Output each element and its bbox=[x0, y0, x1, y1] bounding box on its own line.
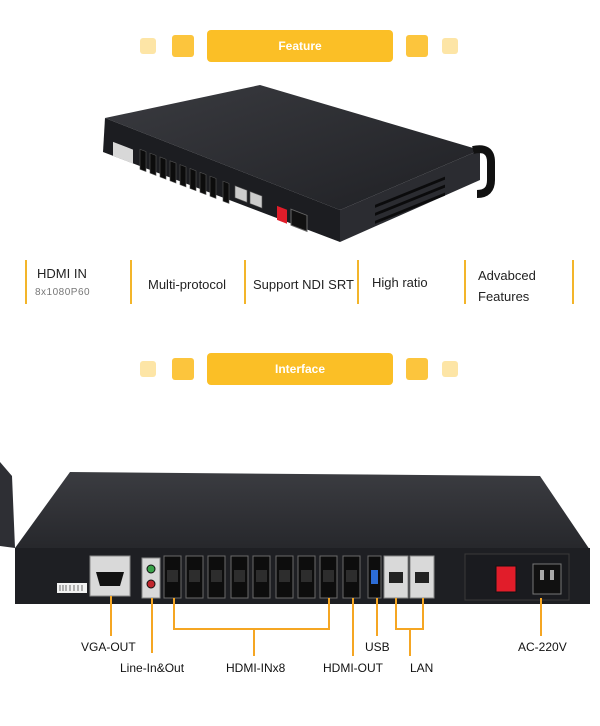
lan-label: LAN bbox=[410, 661, 434, 675]
usb-label: USB bbox=[365, 640, 390, 654]
feature-title: Support NDI SRT bbox=[253, 277, 354, 292]
decor-square bbox=[442, 361, 458, 377]
feature-title: HDMI IN bbox=[37, 266, 87, 281]
lan-port bbox=[389, 572, 403, 583]
vga-out-label: VGA-OUT bbox=[81, 640, 136, 654]
power-switch bbox=[277, 205, 287, 224]
callout-line bbox=[352, 598, 354, 656]
divider bbox=[464, 260, 466, 304]
callout-line bbox=[395, 598, 397, 630]
usb-port bbox=[371, 570, 378, 584]
feature-strip: HDMI IN 8x1080P60 Multi-protocol Support… bbox=[0, 260, 600, 304]
audio-jack bbox=[146, 564, 156, 574]
callout-line bbox=[540, 598, 542, 636]
decor-square bbox=[172, 35, 194, 57]
callout-line bbox=[328, 598, 330, 630]
decor-square bbox=[442, 38, 458, 54]
ac-220v-label: AC-220V bbox=[518, 640, 567, 654]
feature-subtitle: 8x1080P60 bbox=[35, 287, 91, 298]
decor-square bbox=[406, 35, 428, 57]
decor-square bbox=[140, 38, 156, 54]
feature-title: High ratio bbox=[372, 275, 428, 290]
callout-line bbox=[376, 598, 378, 636]
feature-title: Advabced Features bbox=[478, 268, 536, 304]
device-photo-top bbox=[103, 85, 495, 242]
line-in-out-label: Line-In&Out bbox=[120, 661, 185, 675]
callout-line bbox=[173, 598, 175, 630]
interface-header: Interface bbox=[0, 349, 600, 389]
power-inlet bbox=[532, 563, 562, 595]
divider bbox=[357, 260, 359, 304]
lan-port bbox=[415, 572, 429, 583]
callout-line bbox=[253, 628, 255, 656]
power-switch bbox=[495, 565, 517, 593]
callout-line bbox=[173, 628, 330, 630]
audio-jack bbox=[146, 579, 156, 589]
feature-title: Multi-protocol bbox=[148, 277, 227, 292]
device-photo-rear bbox=[0, 462, 590, 604]
feature-header: Feature bbox=[0, 26, 600, 66]
decor-square bbox=[172, 358, 194, 380]
hdmi-in-label: HDMI-INx8 bbox=[226, 661, 286, 675]
interface-title: Interface bbox=[207, 353, 393, 385]
callout-line bbox=[151, 598, 153, 653]
callout-line bbox=[409, 628, 411, 656]
decor-square bbox=[406, 358, 428, 380]
divider bbox=[25, 260, 27, 304]
feature-title: Feature bbox=[207, 30, 393, 62]
divider bbox=[130, 260, 132, 304]
vga-port bbox=[96, 572, 124, 586]
hdmi-out-label: HDMI-OUT bbox=[323, 661, 383, 675]
callout-line bbox=[110, 596, 112, 636]
callout-line bbox=[422, 598, 424, 630]
decor-square bbox=[140, 361, 156, 377]
divider bbox=[244, 260, 246, 304]
divider bbox=[572, 260, 574, 304]
